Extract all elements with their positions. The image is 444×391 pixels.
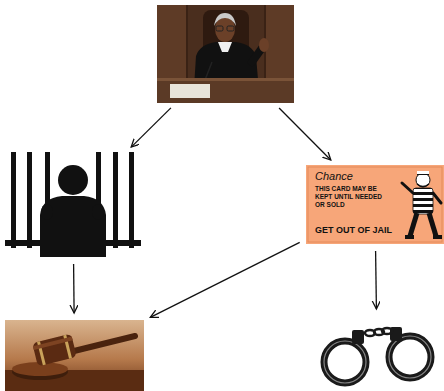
card-body-text: THIS CARD MAY BE KEPT UNTIL NEEDED OR SO… [315, 185, 391, 209]
flow-arrow [150, 242, 299, 317]
flow-arrow [131, 108, 171, 147]
chance-card [306, 165, 444, 244]
gavel-photo [5, 320, 144, 391]
judge-photo [157, 5, 294, 103]
chance-card-box: ChanceTHIS CARD MAY BE KEPT UNTIL NEEDED… [306, 165, 444, 244]
card-title: GET OUT OF JAIL [315, 225, 392, 235]
judge-image-box [157, 5, 294, 103]
card-heading: Chance [315, 170, 392, 182]
gavel-image-box [5, 320, 144, 391]
handcuffs [313, 316, 441, 391]
handcuffs-image-box [313, 316, 441, 391]
jail-image-box [5, 152, 141, 257]
jail-silhouette [5, 152, 141, 257]
flow-arrow [73, 264, 75, 313]
flow-arrow [375, 251, 377, 309]
text-column: ChanceTHIS CARD MAY BE KEPT UNTIL NEEDED… [306, 165, 392, 244]
flow-arrow [279, 108, 331, 160]
